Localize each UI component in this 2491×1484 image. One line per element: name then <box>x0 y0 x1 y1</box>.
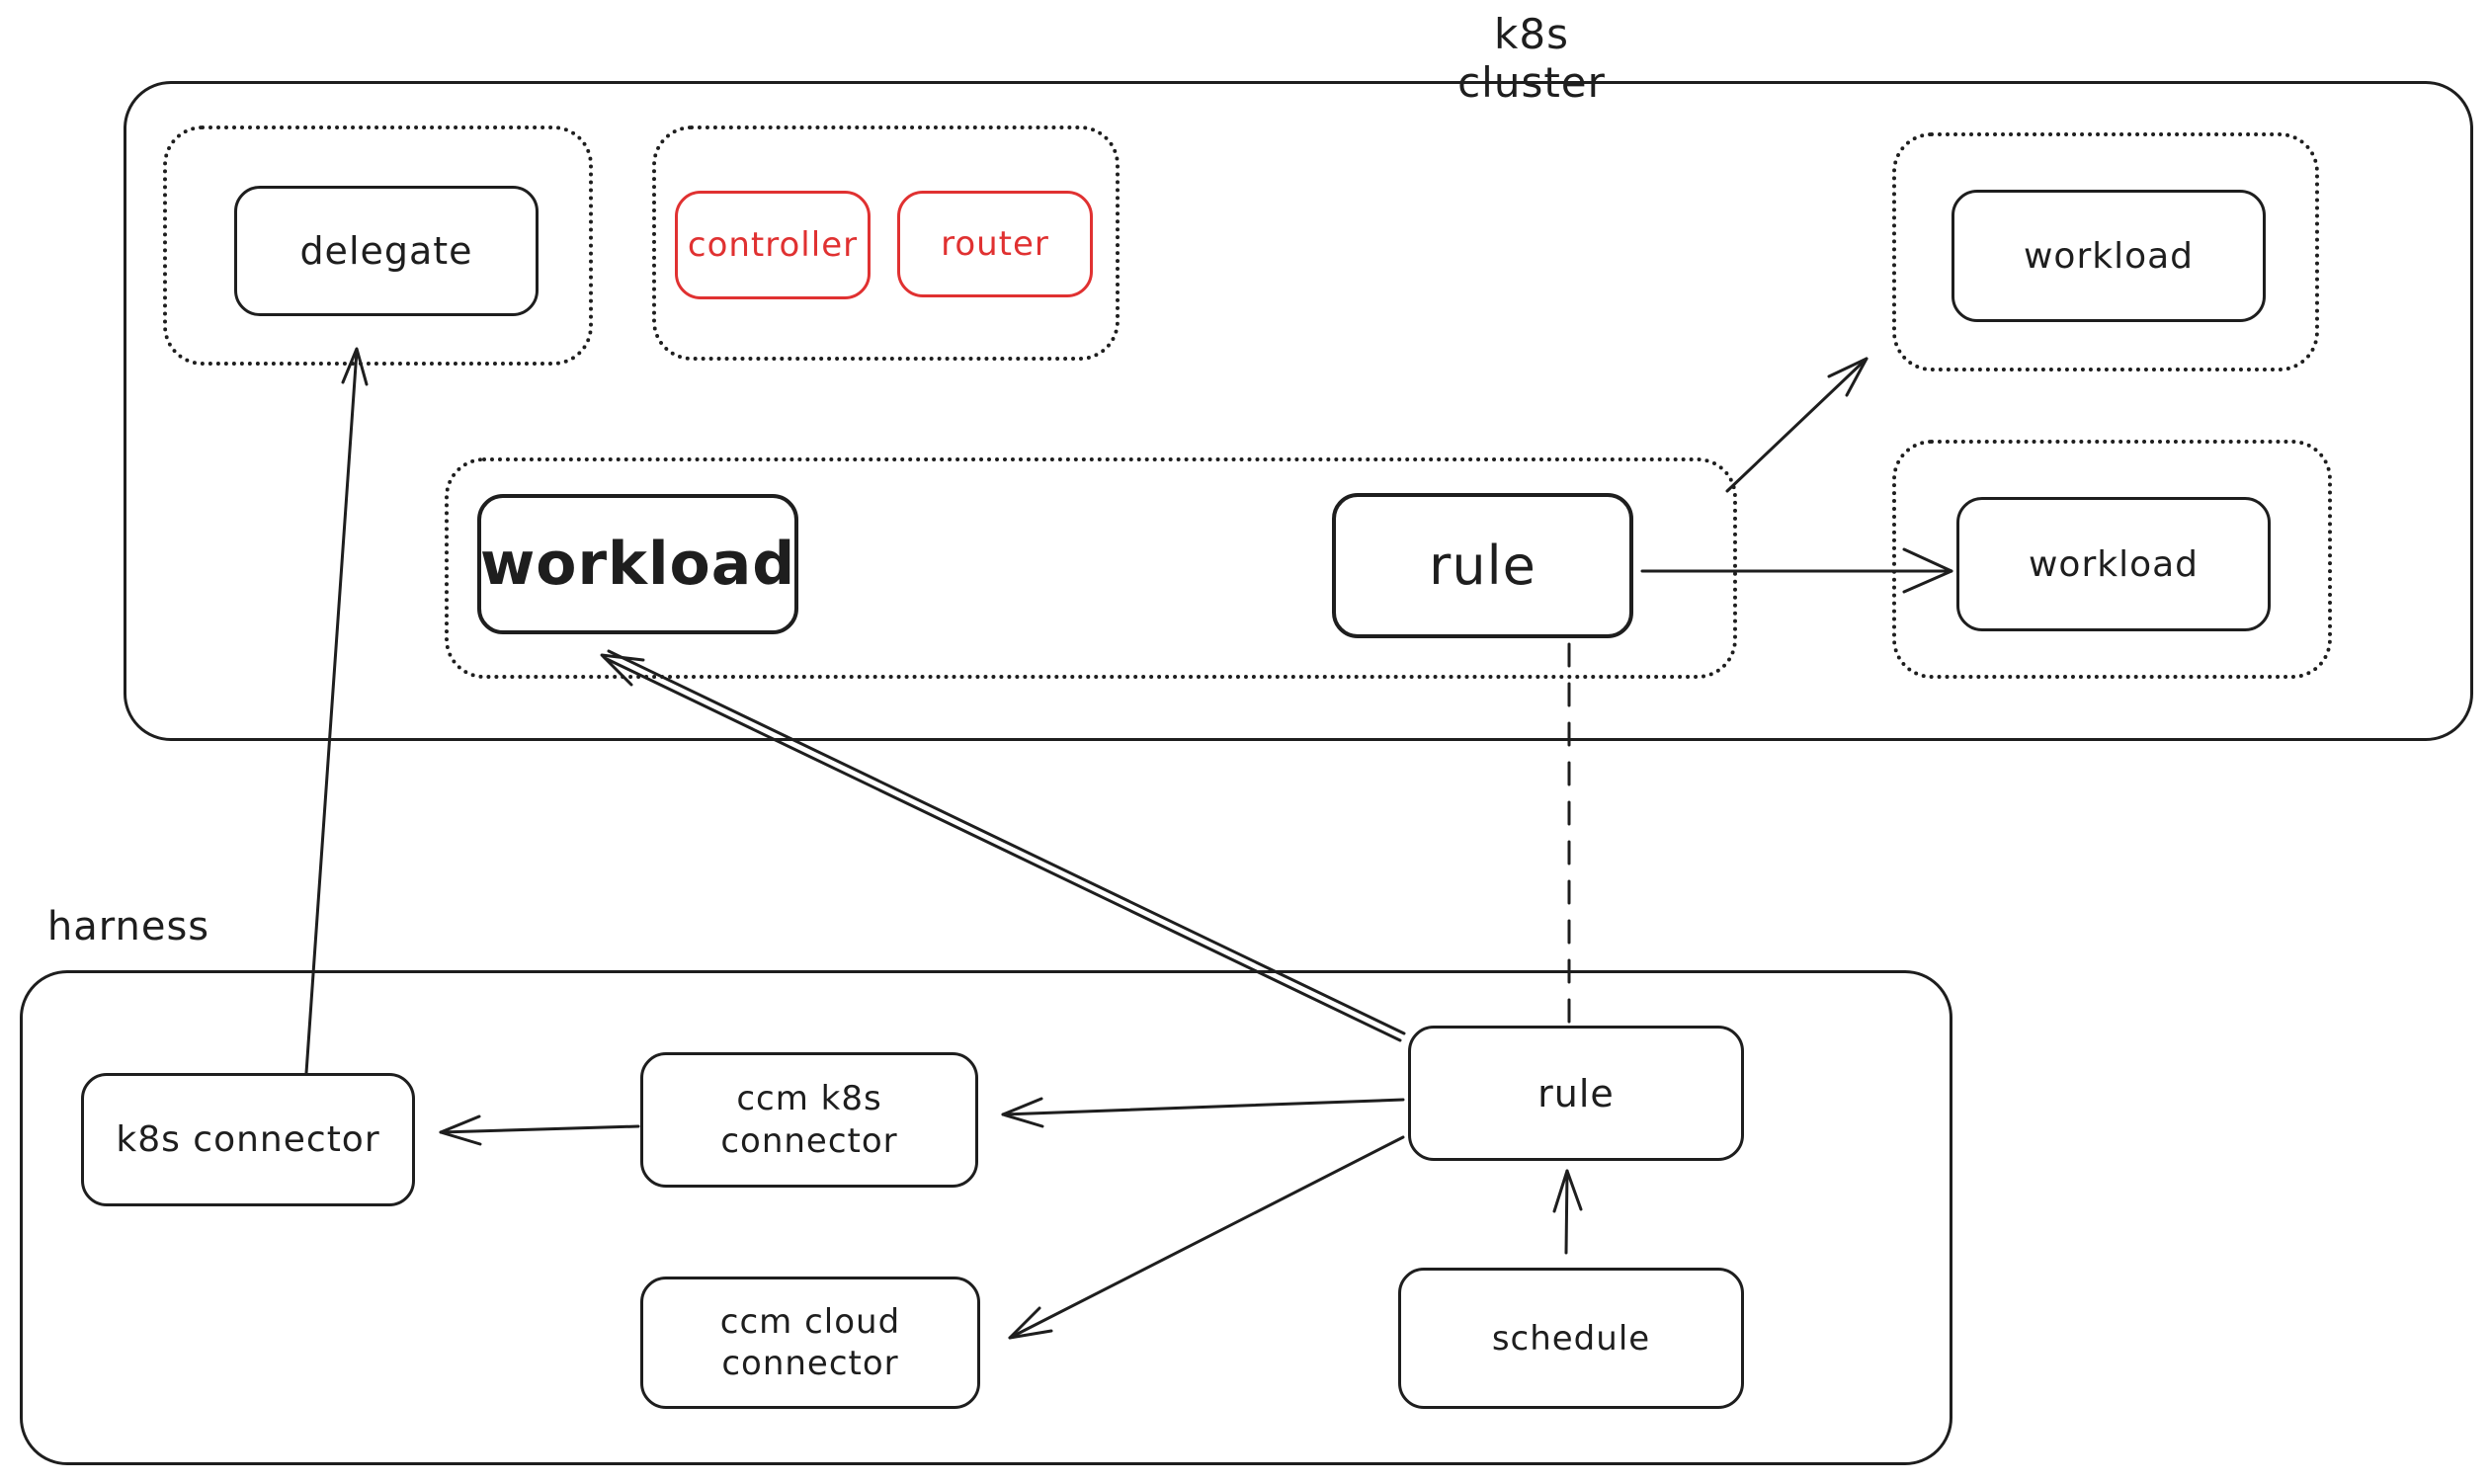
workload-main-label: workload <box>479 530 796 599</box>
rule-k8s-label: rule <box>1429 535 1536 597</box>
ccm-k8s-connector-line2: connector <box>720 1120 898 1161</box>
workload-pod-group-right <box>1892 440 2332 679</box>
controller-router-pod-group <box>652 125 1120 361</box>
schedule-label: schedule <box>1491 1318 1651 1359</box>
workload-pod-group-top-right <box>1892 132 2319 371</box>
k8s-connector-label: k8s connector <box>116 1119 380 1160</box>
rule-node-k8s: rule <box>1332 493 1633 638</box>
controller-node: controller <box>675 191 871 299</box>
controller-label: controller <box>687 225 859 265</box>
delegate-label: delegate <box>299 229 473 273</box>
ccm-k8s-connector-line1: ccm k8s <box>736 1079 882 1118</box>
workload-node-top-right: workload <box>1951 190 2266 322</box>
workload-node-right: workload <box>1956 497 2271 631</box>
ccm-cloud-connector-line1: ccm cloud <box>719 1301 901 1342</box>
workload-top-label: workload <box>2023 235 2195 277</box>
workload-right-label: workload <box>2028 543 2200 585</box>
rule-node-harness: rule <box>1408 1026 1744 1161</box>
harness-label: harness <box>46 904 210 949</box>
schedule-node: schedule <box>1398 1268 1744 1409</box>
router-node: router <box>897 191 1093 297</box>
delegate-node: delegate <box>234 186 539 316</box>
workload-node-main: workload <box>477 494 798 634</box>
router-label: router <box>941 224 1049 264</box>
ccm-k8s-connector-node: ccm k8s connector <box>640 1052 978 1188</box>
ccm-cloud-connector-node: ccm cloud connector <box>640 1277 980 1409</box>
k8s-connector-node: k8s connector <box>81 1073 415 1206</box>
ccm-cloud-connector-line2: connector <box>721 1344 899 1383</box>
rule-harness-label: rule <box>1537 1071 1615 1115</box>
delegate-pod-group <box>163 125 593 366</box>
